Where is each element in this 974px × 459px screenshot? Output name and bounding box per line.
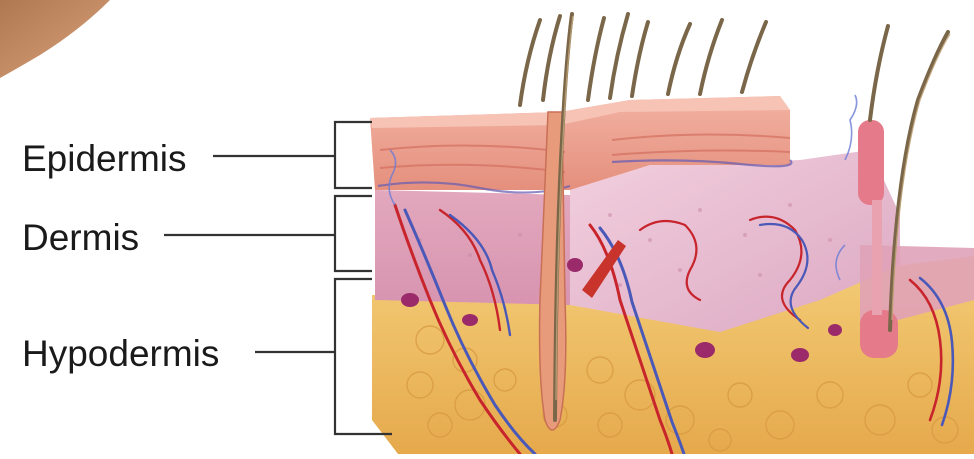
layer-brackets [164,122,392,434]
epidermis-label: Epidermis [22,140,187,177]
epidermis-bracket [335,122,372,188]
hypodermis-label: Hypodermis [22,335,219,372]
corner-shape [0,0,110,78]
dermis-label: Dermis [22,219,139,256]
dermis-bracket [335,196,372,271]
